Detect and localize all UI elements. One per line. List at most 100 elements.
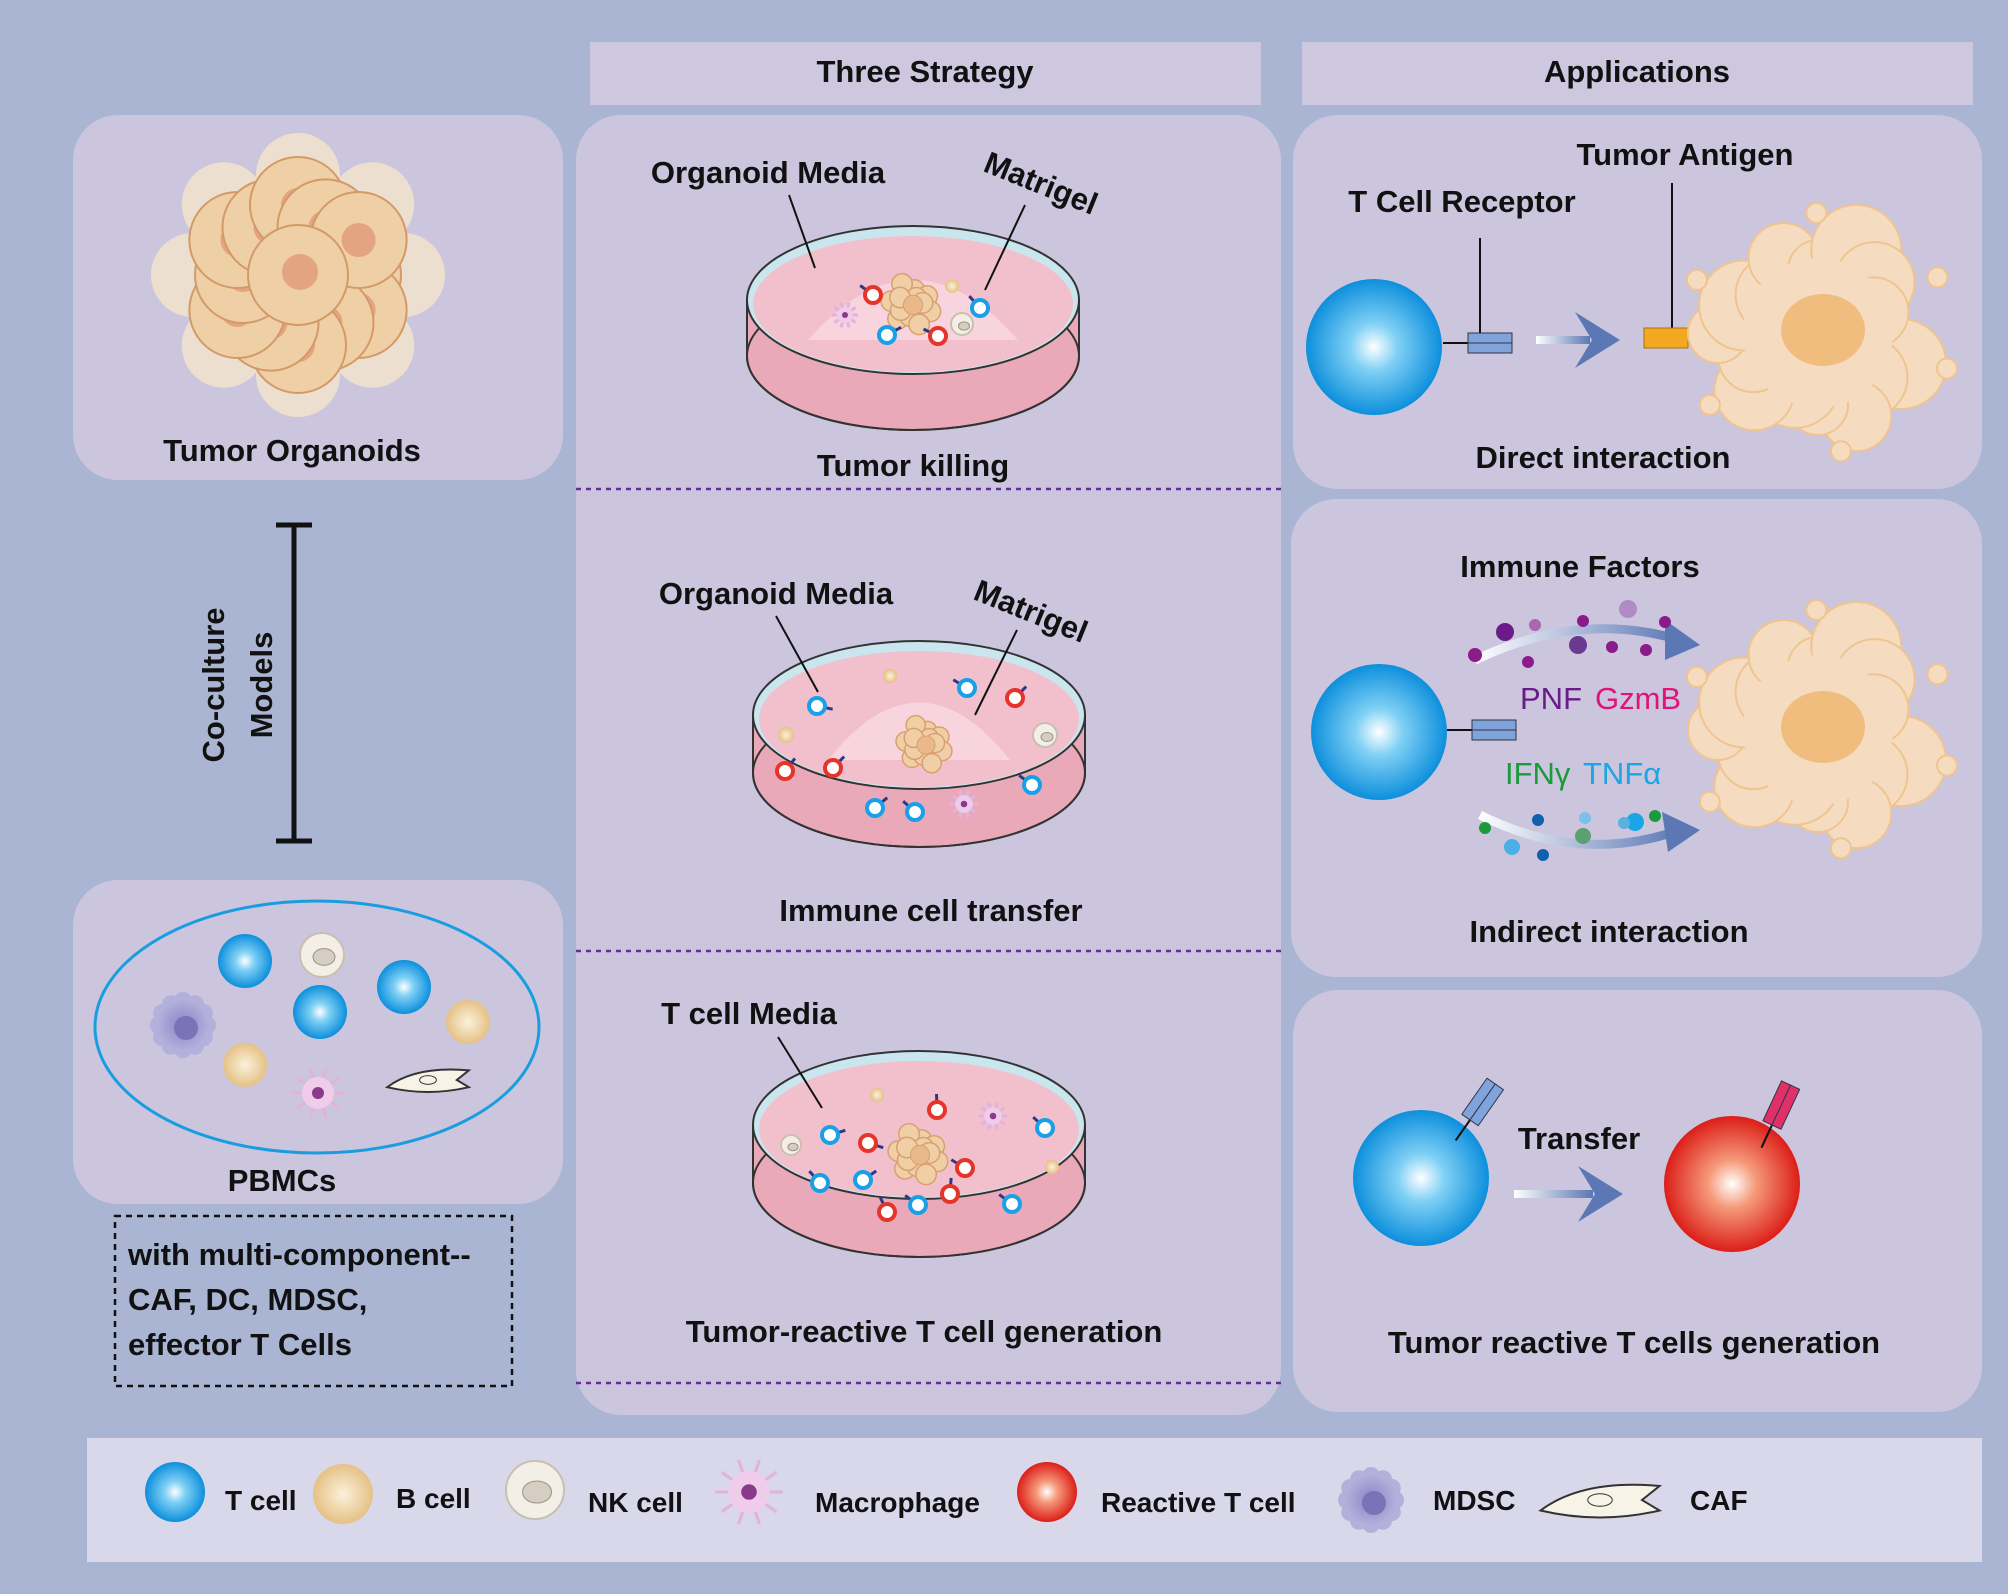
immune-factor-dot [1529,619,1541,631]
t-cell-icon [1018,774,1042,795]
immune-factor-dot [1522,656,1534,668]
direct-title: Direct interaction [1476,440,1731,475]
b-cell-icon [945,279,959,293]
t-cell-icon [145,1462,205,1522]
macrophage-icon [715,1459,783,1525]
arrow-icon [1477,810,1682,849]
immune-factor-dot [1537,849,1549,861]
media-label: T cell Media [661,996,837,1031]
mdsc-icon [150,992,216,1058]
t-cell-icon [968,295,990,318]
t-cell-icon [1306,279,1442,415]
multi-component-line: effector T Cells [128,1327,352,1362]
organoids-label: Tumor Organoids [163,433,421,468]
applications-header [1302,42,1973,105]
immune-factor-dot [1532,814,1544,826]
legend-label: Reactive T cell [1101,1487,1296,1518]
t-cell-icon [808,1170,830,1193]
legend-label: CAF [1690,1485,1748,1516]
reactive-t-cell-icon [950,1158,975,1178]
t-cell-icon [853,1169,878,1190]
strategy-title: Immune cell transfer [779,893,1082,928]
coculture-bar [276,522,312,844]
reactive-t-cell-icon [858,1133,884,1153]
indirect-panel [1291,499,1982,977]
immune-factor-dot [1496,623,1514,641]
b-cell-icon [870,1088,884,1102]
b-cell-icon [313,1464,373,1524]
legend-label: T cell [225,1485,297,1516]
petri-dish-tumor-killing [746,225,1080,431]
transfer-title: Tumor reactive T cells generation [1388,1325,1880,1360]
reactive-t-cell-icon [927,1093,947,1120]
applications-header-text: Applications [1544,54,1730,89]
factors-label: Immune Factors [1460,549,1699,584]
b-cell-icon [1045,1160,1059,1174]
immune-factor-dot [1659,616,1671,628]
legend-label: B cell [396,1483,471,1514]
reactive-t-cell-icon [775,757,797,781]
tumor-cell-icon [1685,599,1958,860]
t-cell-icon [820,1125,846,1145]
pbmc-panel [73,880,563,1204]
reactive-t-cell-icon [940,1177,960,1204]
immune-factor-dot [1569,636,1587,654]
reactive-t-cell-icon [877,1196,897,1222]
organoid-in-dish [895,714,953,774]
coculture-label-1: Co-culture [196,608,231,763]
t-cell-icon [1311,664,1447,800]
immune-factor-dot [1579,812,1591,824]
t-cell-icon [904,1194,928,1215]
t-cell-icon [807,696,833,716]
immune-factor-dot [1468,648,1482,662]
macrophage-icon [292,1067,344,1119]
legend-label: MDSC [1433,1485,1515,1516]
strategy-header-text: Three Strategy [816,54,1034,89]
ifng-label: IFNγ [1505,756,1571,791]
t-cell-icon [865,796,889,818]
tumor-cell-icon [1685,202,1958,463]
arrow-icon [1514,1166,1623,1222]
t-cell-icon [1032,1116,1055,1138]
arrow-icon [1536,312,1620,368]
immune-factor-dot [1619,600,1637,618]
nk-cell-icon [1032,722,1058,748]
strategy-title: Tumor-reactive T cell generation [686,1314,1163,1349]
t-cell-icon [293,985,347,1039]
immune-factor-dot [1618,817,1630,829]
legend-label: Macrophage [815,1487,980,1518]
pnf-label: PNF [1520,681,1582,716]
strategy-title: Tumor killing [817,448,1009,483]
reactive-t-cell-icon [823,755,846,778]
macrophage-icon [949,789,979,819]
arrow-icon [1473,624,1682,665]
nk-cell-icon [780,1134,802,1156]
multi-component-box [113,1214,514,1388]
petri-dish-immune-transfer [752,640,1086,848]
legend-label: NK cell [588,1487,683,1518]
immune-factor-dot [1479,822,1491,834]
multi-component-line: CAF, DC, MDSC, [128,1282,367,1317]
reactive-t-cell-icon [1005,685,1028,708]
t-cell-icon [218,934,272,988]
nk-cell-icon [505,1460,565,1520]
tnfa-label: TNFα [1583,756,1661,791]
t-cell-icon [998,1193,1022,1214]
tumor-organoid-illustration [151,133,445,417]
b-cell-icon [778,727,794,743]
t-cell-icon [377,960,431,1014]
b-cell-icon [883,669,897,683]
pbmcs-label: PBMCs [228,1163,337,1198]
petri-dish-t-cell-generation [752,1050,1086,1258]
nk-cell-icon [950,312,974,336]
reactive-t-cell-icon [1017,1462,1077,1522]
pbmc-cells [150,932,490,1119]
b-cell-icon [446,1000,490,1044]
multi-component-line: with multi-component-- [127,1237,471,1272]
organoid-in-dish [887,1122,949,1186]
immune-factor-dot [1577,615,1589,627]
b-cell-icon [223,1043,267,1087]
transfer-label: Transfer [1518,1121,1640,1156]
t-cell-icon [952,678,977,698]
